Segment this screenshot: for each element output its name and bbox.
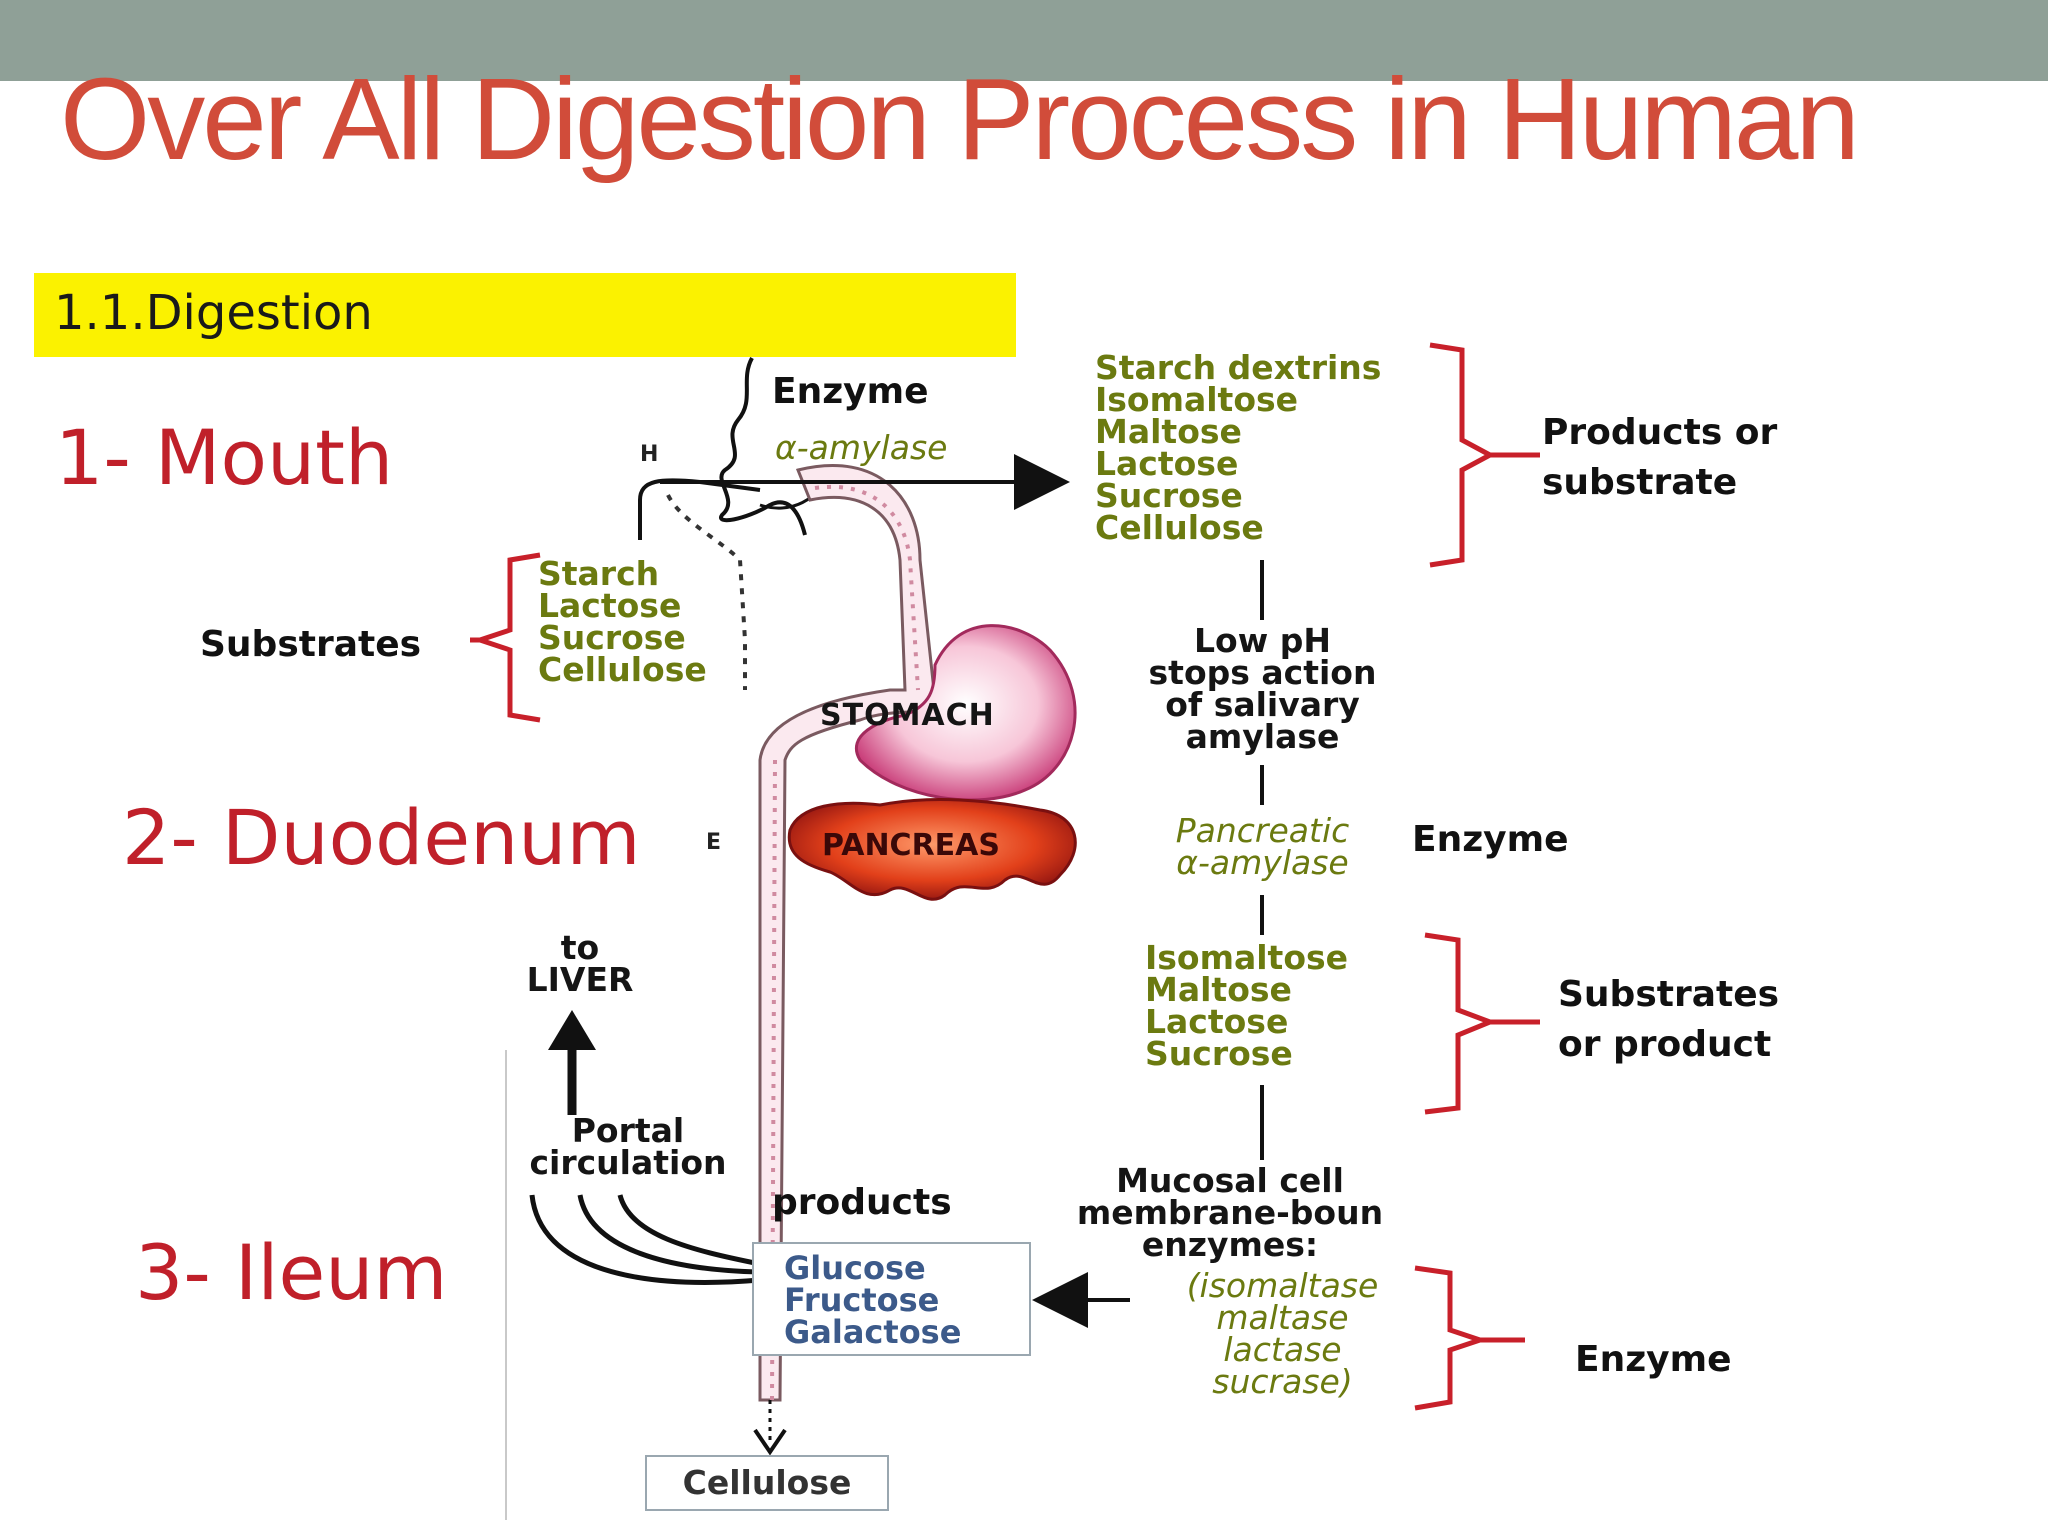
marker-h: H [640, 442, 659, 467]
portal-curve-2 [577, 1194, 761, 1275]
mucosal-line: enzymes: [1141, 1225, 1319, 1264]
region-duodenum: 2- Duodenum [122, 793, 641, 882]
products-label-2: substrate [1542, 462, 1738, 503]
pancreatic-enzyme-label: Enzyme [1412, 819, 1569, 860]
low-ph-line: of salivary [1165, 685, 1360, 724]
mouth-enzyme-name: α-amylase [775, 428, 948, 467]
pancreas-label: PANCREAS [822, 828, 1000, 863]
mono-list: Glucose Fructose Galactose [784, 1252, 961, 1348]
duodenum-bracket [1424, 932, 1497, 1115]
brush-enzyme-item: maltase [1216, 1298, 1349, 1337]
region-mouth: 1- Mouth [55, 413, 394, 502]
duodenum-item: Isomaltose [1145, 938, 1349, 977]
region-ileum: 3- Ileum [135, 1228, 448, 1317]
monosaccharides-box: Glucose Fructose Galactose [752, 1242, 1031, 1356]
stomach-shape [855, 624, 1077, 802]
mono-item: Galactose [784, 1313, 962, 1351]
product-item: Maltose [1095, 412, 1242, 451]
portal-line: circulation [529, 1143, 727, 1182]
low-ph-line: amylase [1185, 717, 1340, 756]
product-item: Lactose [1095, 444, 1239, 483]
portal-line: Portal [571, 1111, 685, 1150]
mucosal-note: Mucosal cell membrane-boun enzymes: [1035, 1161, 1425, 1264]
cellulose-box: Cellulose [645, 1455, 889, 1511]
duodenum-label-1: Substrates [1558, 974, 1780, 1015]
liver-arrow-head [548, 1010, 596, 1050]
down-arrow-head [753, 1428, 787, 1456]
products-label-1: Products or [1542, 412, 1778, 453]
pancreatic-line: Pancreatic [1175, 811, 1350, 850]
duodenum-products-list: Isomaltose Maltose Lactose Sucrose [1145, 938, 1349, 1073]
mouth-enzyme-label: Enzyme [772, 371, 929, 412]
duodenum-item: Maltose [1145, 970, 1292, 1009]
cellulose-end-label: Cellulose [682, 1463, 852, 1502]
mucosal-line: membrane-boun [1076, 1193, 1384, 1232]
products-bracket [1429, 342, 1496, 568]
portal-label: Portal circulation [503, 1111, 753, 1182]
pancreas-shape [787, 798, 1077, 901]
mono-item: Glucose [784, 1249, 926, 1287]
mono-item: Fructose [784, 1281, 940, 1319]
duodenum-label-2: or product [1558, 1024, 1772, 1065]
section-label: 1.1.Digestion [54, 285, 373, 341]
duodenum-item: Sucrose [1145, 1034, 1293, 1073]
brush-enzyme-item: sucrase) [1212, 1362, 1353, 1401]
brush-enzyme-label: Enzyme [1575, 1339, 1732, 1380]
pancreatic-enzyme: Pancreatic α-amylase [1145, 811, 1380, 882]
portal-curve-1 [529, 1194, 761, 1285]
top-bar [0, 0, 2048, 81]
substrate-item: Lactose [538, 586, 682, 625]
brush-enzyme-item: (isomaltase [1186, 1266, 1379, 1305]
palate-dots [666, 494, 747, 690]
product-item: Sucrose [1095, 476, 1243, 515]
substrates-bracket [472, 552, 541, 723]
diagram-edge [505, 1050, 507, 1520]
products-label: products [772, 1182, 952, 1223]
product-item: Isomaltose [1095, 380, 1299, 419]
brush-enzyme-item: lactase [1223, 1330, 1342, 1369]
portal-curve-3 [617, 1194, 761, 1267]
mucosal-line: Mucosal cell [1116, 1161, 1344, 1200]
face-profile [718, 357, 807, 536]
low-ph-note: Low pH stops action of salivary amylase [1110, 621, 1415, 756]
brush-enzymes-list: (isomaltase maltase lactase sucrase) [1150, 1266, 1415, 1401]
mouth-products-list: Starch dextrins Isomaltose Maltose Lacto… [1095, 352, 1430, 544]
section-banner: 1.1.Digestion [34, 273, 1016, 357]
liver-label: to LIVER [505, 928, 655, 999]
substrates-list: Starch Lactose Sucrose Cellulose [538, 554, 707, 689]
enzyme-bracket [1414, 1265, 1488, 1411]
pancreatic-line: α-amylase [1176, 843, 1349, 882]
liver-line: to [560, 928, 600, 967]
marker-e: E [706, 830, 722, 855]
product-item: Starch dextrins [1095, 352, 1382, 387]
product-item: Cellulose [1095, 508, 1264, 544]
liver-line: LIVER [526, 960, 634, 999]
duodenum-item: Lactose [1145, 1002, 1289, 1041]
substrate-item: Cellulose [538, 650, 707, 689]
slide-title: Over All Digestion Process in Human [60, 54, 1860, 184]
substrate-item: Sucrose [538, 618, 686, 657]
low-ph-line: Low pH [1194, 621, 1331, 660]
substrates-label: Substrates [200, 624, 422, 665]
stomach-label: STOMACH [820, 698, 995, 733]
low-ph-line: stops action [1148, 653, 1377, 692]
esophagus [758, 464, 937, 1402]
mouth-line [638, 478, 761, 540]
substrate-item: Starch [538, 554, 660, 593]
